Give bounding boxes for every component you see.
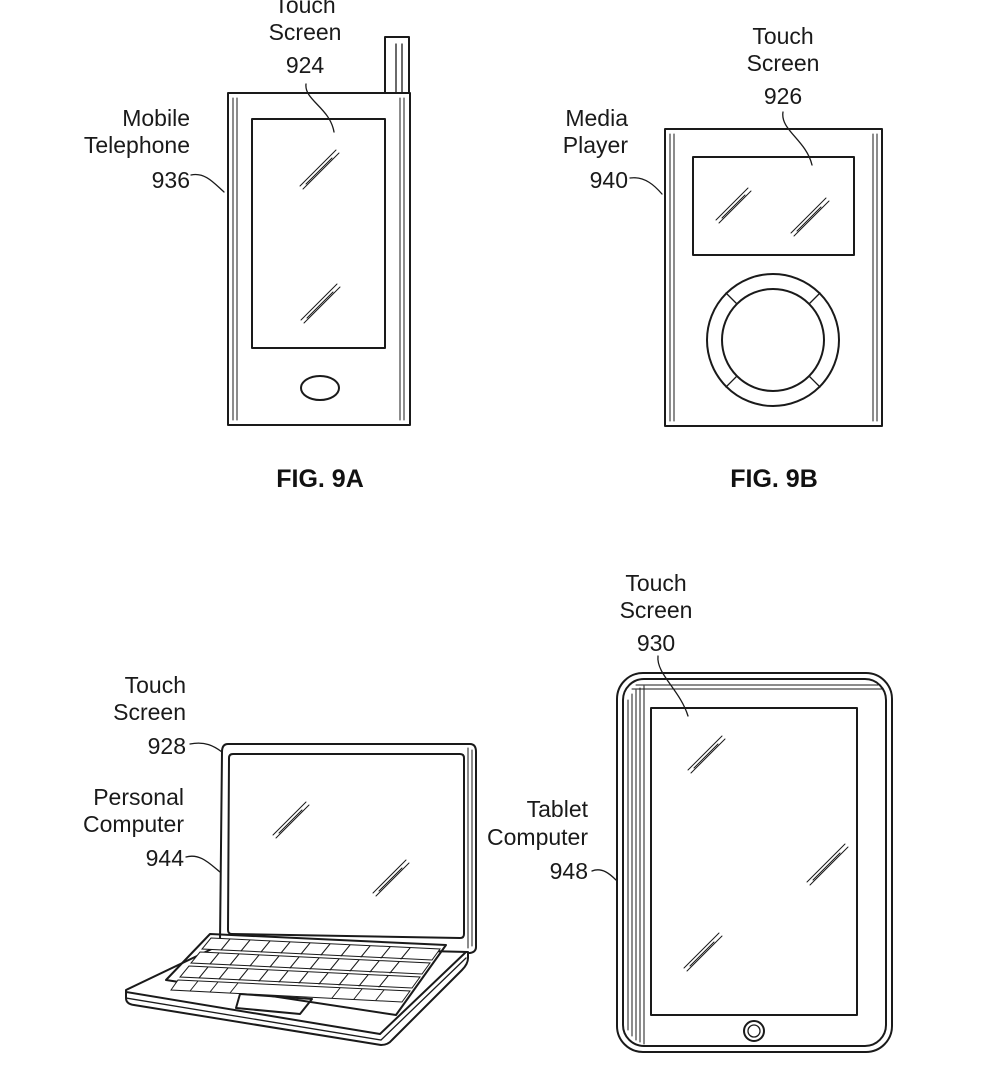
leader-940 (629, 177, 663, 195)
tablet-computer-drawing (616, 672, 893, 1053)
ref-926: 926 (764, 83, 802, 109)
label-mobile-telephone-line2: Telephone (84, 132, 190, 158)
label-personal-computer-line1: Personal (93, 784, 184, 810)
ref-930: 930 (637, 630, 675, 656)
ref-940: 940 (590, 167, 628, 193)
label-tablet-computer-line1: Tablet (527, 796, 589, 822)
mobile-telephone-drawing (227, 36, 411, 426)
leader-930 (657, 655, 689, 717)
label-touch-screen-930-line2: Screen (620, 597, 693, 623)
label-mobile-telephone: Mobile (122, 105, 190, 131)
label-personal-computer-line2: Computer (83, 811, 184, 837)
leader-936 (190, 173, 225, 193)
leader-928 (189, 742, 223, 753)
caption-fig-9a: FIG. 9A (276, 465, 364, 493)
label-tablet-computer-line2: Computer (487, 824, 588, 850)
ref-936: 936 (152, 167, 190, 193)
leader-948 (591, 869, 617, 881)
ref-948: 948 (550, 858, 588, 884)
fig-9b: Media Player 940 Touch Screen 926 FIG. 9… (563, 23, 883, 493)
leader-926 (782, 111, 813, 166)
label-touch-screen-928-line1: Touch (125, 672, 186, 698)
label-touch-screen-928-line2: Screen (113, 699, 186, 725)
label-touch-screen-924-line1: Touch (274, 0, 335, 18)
ref-928: 928 (148, 733, 186, 759)
label-touch-screen-926-line2: Screen (747, 50, 820, 76)
keyboard-keys (170, 937, 441, 1003)
fig-9c: Touch Screen 928 Personal Computer 944 (83, 672, 477, 1046)
personal-computer-drawing (125, 743, 477, 1046)
caption-fig-9b: FIG. 9B (730, 465, 818, 493)
label-touch-screen-924-line2: Screen (269, 19, 342, 45)
fig-9a: Mobile Telephone 936 Touch Screen 924 FI… (84, 0, 411, 493)
ref-924: 924 (286, 52, 325, 78)
label-media-player-line2: Player (563, 132, 629, 158)
label-media-player-line1: Media (565, 105, 628, 131)
leader-944 (185, 855, 221, 873)
label-touch-screen-926-line1: Touch (752, 23, 813, 49)
fig-9d: Touch Screen 930 Tablet Computer 948 (487, 570, 893, 1053)
label-touch-screen-930-line1: Touch (625, 570, 686, 596)
leader-924 (305, 83, 335, 133)
media-player-drawing (664, 128, 883, 427)
ref-944: 944 (146, 845, 185, 871)
